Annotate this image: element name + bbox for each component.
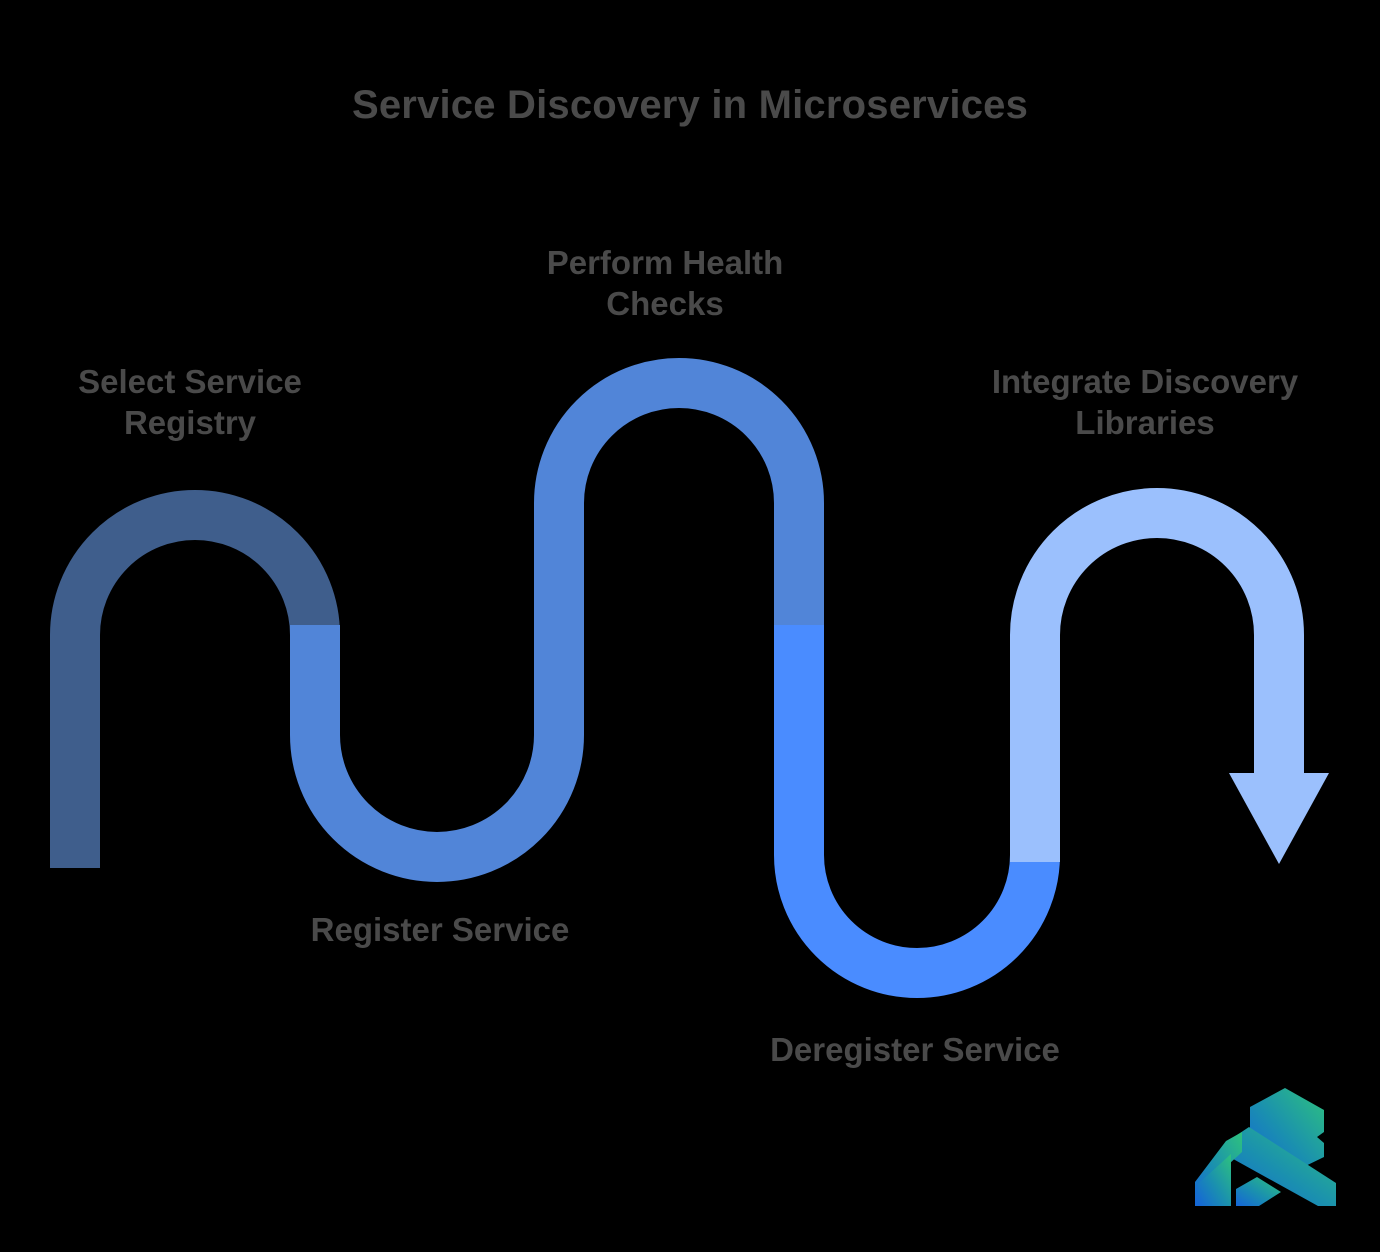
ribbon-segment-step5 xyxy=(1010,488,1304,862)
brand-logo-icon xyxy=(1195,1088,1336,1206)
step-label-register-service: Register Service xyxy=(310,911,570,948)
brand-logo xyxy=(1193,1085,1343,1210)
step-label-select-service-registry: Select Service Registry xyxy=(78,363,302,441)
flow-arrowhead-icon xyxy=(1229,773,1329,864)
ribbon-segment-step1 xyxy=(50,490,340,868)
step-label-deregister-service: Deregister Service xyxy=(770,1031,1060,1068)
page-title: Service Discovery in Microservices xyxy=(351,83,1029,127)
ribbon-segment-step4 xyxy=(774,625,1060,998)
step-label-perform-health-checks: Perform Health Checks xyxy=(546,244,784,322)
step-label-integrate-discovery-libraries: Integrate Discovery Libraries xyxy=(991,363,1299,441)
ribbon-segment-step2-3 xyxy=(290,358,824,882)
